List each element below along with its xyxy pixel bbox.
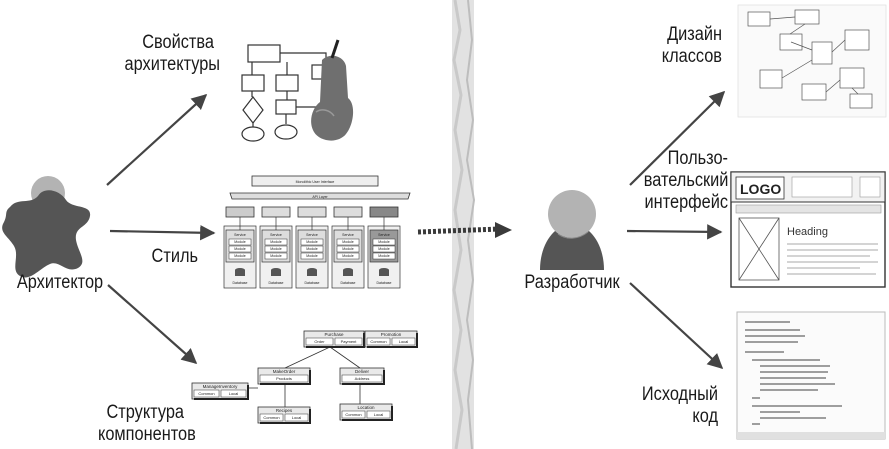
ui-mockup-image: LOGO Heading xyxy=(730,171,886,288)
arrow-to-properties xyxy=(106,93,208,186)
arrow-to-ui xyxy=(626,224,723,240)
database-label: Database xyxy=(269,281,284,285)
style-services: ServiceModuleModuleModuleDatabaseService… xyxy=(223,217,401,289)
service-stack-label: Module xyxy=(306,240,318,244)
style-diagram: Monolithic User Interface API Layer xyxy=(225,175,411,218)
service-stack-label: Service xyxy=(270,233,282,237)
component-name: Location xyxy=(357,405,375,410)
service-stack-label: Module xyxy=(234,240,246,244)
svg-text:LOGO: LOGO xyxy=(740,181,781,197)
service-stack-label: Module xyxy=(270,240,282,244)
database-label: Database xyxy=(341,281,356,285)
flowchart-sketch xyxy=(241,44,341,142)
svg-text:API Layer: API Layer xyxy=(312,195,328,199)
label-component-structure: Структура компонентов xyxy=(98,402,196,445)
component-part: Common xyxy=(345,412,361,417)
service-stack-label: Module xyxy=(270,247,282,251)
service-stack-label: Module xyxy=(270,254,282,258)
service-stack-label: Module xyxy=(306,254,318,258)
svg-text:Monolithic User Interface: Monolithic User Interface xyxy=(296,180,335,184)
component-part: Products xyxy=(276,376,292,381)
service-stack-label: Module xyxy=(306,247,318,251)
database-label: Database xyxy=(377,281,392,285)
label-user-interface: Пользо- вательский интерфейс xyxy=(643,148,729,213)
svg-text:Heading: Heading xyxy=(787,226,828,238)
main-arrow xyxy=(417,222,512,238)
developer-figure xyxy=(540,190,604,270)
component-name: ManageInventory xyxy=(203,384,239,389)
arrows xyxy=(106,90,726,370)
service-stack-label: Service xyxy=(306,233,318,237)
component-part: Local xyxy=(229,391,239,396)
center-divider xyxy=(452,0,476,449)
component-link xyxy=(284,346,331,369)
component-part: Local xyxy=(374,412,384,417)
hand-image xyxy=(311,39,354,141)
service-stack-label: Module xyxy=(378,254,390,258)
service-stack-label: Module xyxy=(234,254,246,258)
database-label: Database xyxy=(233,281,248,285)
service-stack-label: Module xyxy=(342,247,354,251)
developer-label: Разработчик xyxy=(524,272,620,293)
component-name: Promotion xyxy=(381,332,402,337)
arrow-to-class-design xyxy=(629,90,726,186)
source-code-image xyxy=(736,311,886,440)
class-design-image xyxy=(737,4,887,118)
service-stack-label: Module xyxy=(378,240,390,244)
label-class-design: Дизайн классов xyxy=(661,24,722,67)
component-part: Order xyxy=(314,339,325,344)
service-stack-label: Service xyxy=(342,233,354,237)
arrow-to-style xyxy=(109,225,216,241)
label-style: Стиль xyxy=(151,246,198,267)
component-part: Address xyxy=(355,376,370,381)
label-architecture-properties: Свойства архитектуры xyxy=(124,32,221,75)
arrow-to-structure xyxy=(107,284,198,365)
arrow-to-source xyxy=(629,282,724,370)
service-stack-label: Module xyxy=(342,240,354,244)
label-source-code: Исходный код xyxy=(641,384,718,427)
component-name: Deliver xyxy=(355,369,370,374)
component-part: Common xyxy=(198,391,214,396)
component-part: Payment xyxy=(341,339,358,344)
component-name: Recipes xyxy=(276,408,293,413)
component-part: Common xyxy=(263,415,279,420)
component-name: MakeOrder xyxy=(273,369,296,374)
architect-figure xyxy=(2,176,91,278)
service-stack-label: Service xyxy=(234,233,246,237)
component-part: Local xyxy=(292,415,302,420)
component-link xyxy=(329,346,361,369)
service-stack-label: Module xyxy=(342,254,354,258)
service-stack-label: Service xyxy=(378,233,390,237)
service-stack-label: Module xyxy=(378,247,390,251)
service-stack-label: Module xyxy=(234,247,246,251)
component-part: Common xyxy=(370,339,386,344)
database-label: Database xyxy=(305,281,320,285)
component-part: Local xyxy=(399,339,409,344)
component-name: Purchase xyxy=(324,332,344,337)
architect-label: Архитектор xyxy=(16,272,104,293)
